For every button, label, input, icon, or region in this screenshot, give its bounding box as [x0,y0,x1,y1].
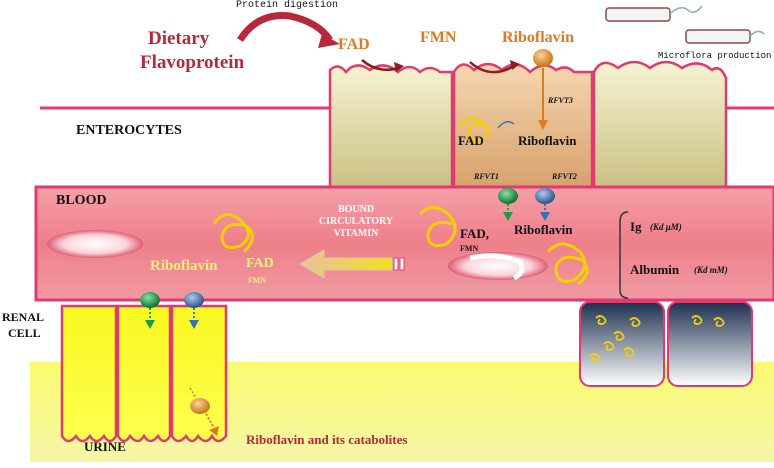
microflora-flagellum-1 [669,5,703,15]
dietary-label: Dietary [148,28,210,49]
ig-kd-label: (Kd μM) [650,222,682,232]
renal-cell-2 [116,304,172,443]
riboflavin-top-label: Riboflavin [502,29,575,46]
rfvt1-transporter [498,188,518,204]
fad-to-fmn-arrow [361,59,399,71]
catabolites-label: Riboflavin and its catabolites [246,432,408,447]
fmn-to-riboflavin-arrow [469,61,515,74]
renal-green-arrowhead [145,320,155,329]
fad-top-label: FAD [338,36,370,53]
blood-fmn-label: FMN [460,244,479,253]
tissue-flavin-molecules [589,315,725,363]
flavin-molecule-blood-middle [418,206,457,248]
enterocyte-conversion-arrow [497,121,515,129]
rfvt3-transporter [533,49,553,67]
rfvt2-label: RFVT2 [552,172,577,181]
albumin-kd-label: (Kd mM) [694,265,728,275]
enterocyte-riboflavin-label: Riboflavin [518,133,577,148]
microflora-label: Microflora production [658,51,772,61]
bound-vitamin-arrow [299,249,393,279]
rfvt2-transporter [535,188,555,204]
blood-left-riboflavin-label: Riboflavin [150,258,218,274]
binding-protein-bracket [619,211,629,299]
blood-band [34,185,774,302]
rfvt2-arrowhead [540,212,550,221]
flavin-molecule-blood-right [546,242,589,286]
flavin-molecule-blood-left [212,213,254,254]
renal-blue-arrowhead [189,320,199,329]
renal-excretion-arrowhead [209,426,219,436]
flavoprotein-label: Flavoprotein [140,52,245,73]
villus-right [592,60,728,192]
enterocyte-fad-label: FAD [458,133,484,148]
albumin-label: Albumin [630,262,680,277]
arrow-tail-mark-1 [393,257,399,271]
renal-green-transporter [140,292,160,308]
renal-excretion-arrow [205,413,215,429]
microflora-rod-1 [605,7,671,22]
renal-inner-arrow [189,387,197,399]
digestion-arrowhead [318,34,340,48]
villus-middle [452,62,594,192]
urine-label: URINE [84,439,126,454]
rfvt1-arrowhead [503,212,513,221]
blood-label: BLOOD [56,193,107,208]
microflora-rod-2 [685,29,751,44]
flavin-molecule-enterocyte [459,117,490,142]
blood-left-fmn-label: FMN [248,276,267,285]
bound-vitamin-label-1: BOUND [337,204,375,215]
bound-vitamin-label-3: VITAMIN [333,228,379,239]
bound-vitamin-label-2: CIRCULATORY [318,216,394,227]
rfvt3-label: RFVT3 [548,96,573,105]
arrow-tail-mark-2 [399,257,405,271]
rfvt3-arrowhead [538,120,548,130]
renal-label-2: CELL [8,326,41,340]
ig-label: Ig [630,219,642,234]
villus-left [328,64,454,192]
microflora-flagellum-2 [749,30,765,37]
blood-left-fad-label: FAD [246,256,274,271]
tissue-box-right [667,301,753,387]
blood-fad-label: FAD, [460,226,490,241]
fad-to-fmn-arrowhead [394,62,404,72]
renal-cell-1 [60,304,118,443]
digestion-arrow [237,12,333,43]
enterocytes-label: ENTEROCYTES [76,123,182,138]
renal-cell-3 [170,304,228,443]
blood-riboflavin-label: Riboflavin [514,222,573,237]
fmn-top-label: FMN [420,29,457,46]
blood-oval-left [47,230,143,258]
protein-digestion-label: Protein digestion [236,0,339,11]
renal-blue-transporter [184,292,204,308]
rfvt1-label: RFVT1 [474,172,499,181]
renal-label-1: RENAL [2,310,45,324]
renal-excretion-transporter [190,398,210,414]
fmn-to-riboflavin-arrowhead [510,60,520,70]
tissue-box-left [579,301,665,387]
protein-carrier-curl [469,253,525,281]
